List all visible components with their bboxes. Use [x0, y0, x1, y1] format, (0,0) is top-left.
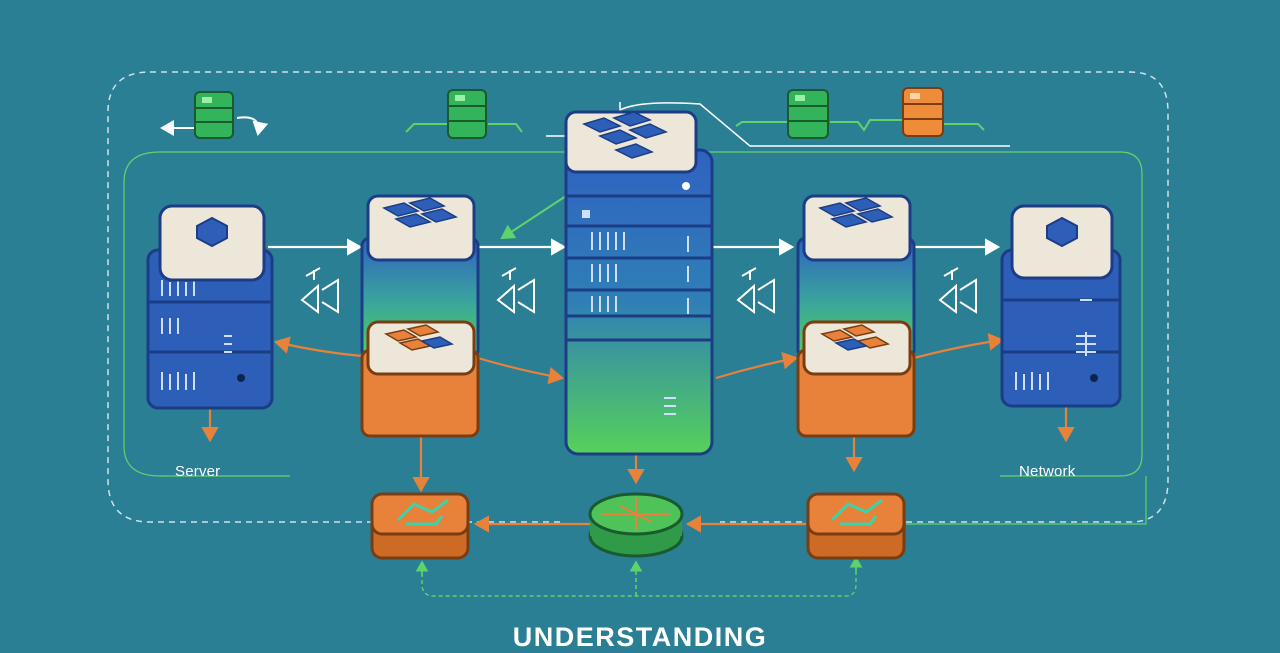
storage-unit-left [360, 194, 480, 438]
database-icon [194, 91, 234, 139]
server-label: Server [175, 463, 221, 480]
server-icon-right [1000, 204, 1122, 408]
bottom-dashed-loop [415, 556, 863, 597]
database-icon [902, 87, 944, 137]
storage-unit-right [796, 194, 916, 438]
central-server-tower [564, 110, 714, 456]
switch-icon [300, 267, 339, 314]
orange-flow-arrows [201, 333, 1147, 533]
router-icon-center [588, 492, 684, 558]
router-icon-left [370, 492, 470, 560]
outer-dashed-border [107, 71, 1169, 523]
switch-icon [938, 267, 977, 314]
white-flow-arrows [268, 195, 1001, 256]
database-icon [787, 89, 829, 139]
database-icon [447, 89, 487, 139]
router-icon-right [806, 492, 906, 560]
switch-icon [496, 267, 535, 314]
network-label: Network [1019, 463, 1076, 480]
diagram-caption: UNDERSTANDING [512, 622, 768, 652]
switch-icon [736, 267, 775, 314]
inner-border [123, 151, 1143, 477]
server-icon-left [146, 204, 274, 410]
